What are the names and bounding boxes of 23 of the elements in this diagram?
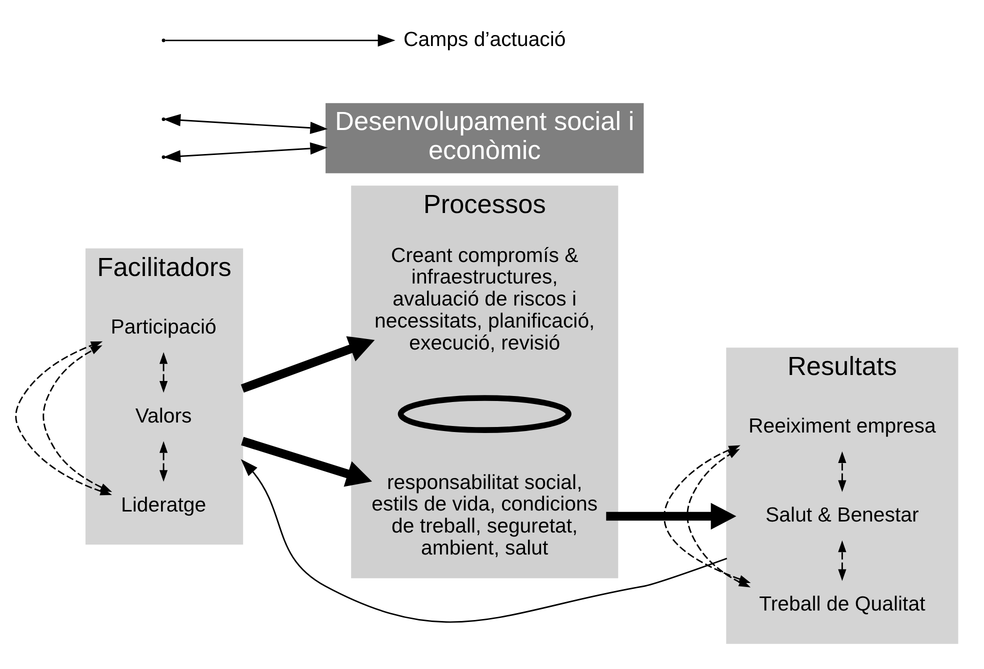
arrow [158, 441, 168, 482]
arrow [240, 459, 727, 623]
arrow [663, 445, 750, 583]
node-text: Lideratge [120, 494, 206, 516]
node-text: Salut & Benestar [765, 504, 918, 527]
arrow [606, 502, 736, 530]
node-text: Creant compromís & infraestructures, avaluació de riscos i necessitats, planificació, execució, revisió [374, 244, 594, 354]
node-text: Participació [110, 316, 216, 338]
arrow [838, 451, 846, 492]
arrow [162, 114, 328, 134]
arrow [838, 540, 846, 581]
node-text: Camps d’actuació [402, 28, 566, 51]
arrow [240, 436, 372, 487]
node-text: Treball de Qualitat [758, 594, 925, 616]
arrow [162, 142, 328, 162]
arrow [158, 352, 168, 393]
node-text: Reeiximent empresa [748, 416, 936, 438]
node-text: responsabilitat social, estils de vida, condicions de treball, seguretat, ambient, salut [371, 472, 598, 560]
arrow [240, 336, 374, 393]
node-ellipse [397, 395, 571, 433]
arrow [164, 34, 395, 47]
node-text: Valors [134, 405, 192, 428]
node-box: Desenvolupament social i econòmic [325, 103, 644, 174]
